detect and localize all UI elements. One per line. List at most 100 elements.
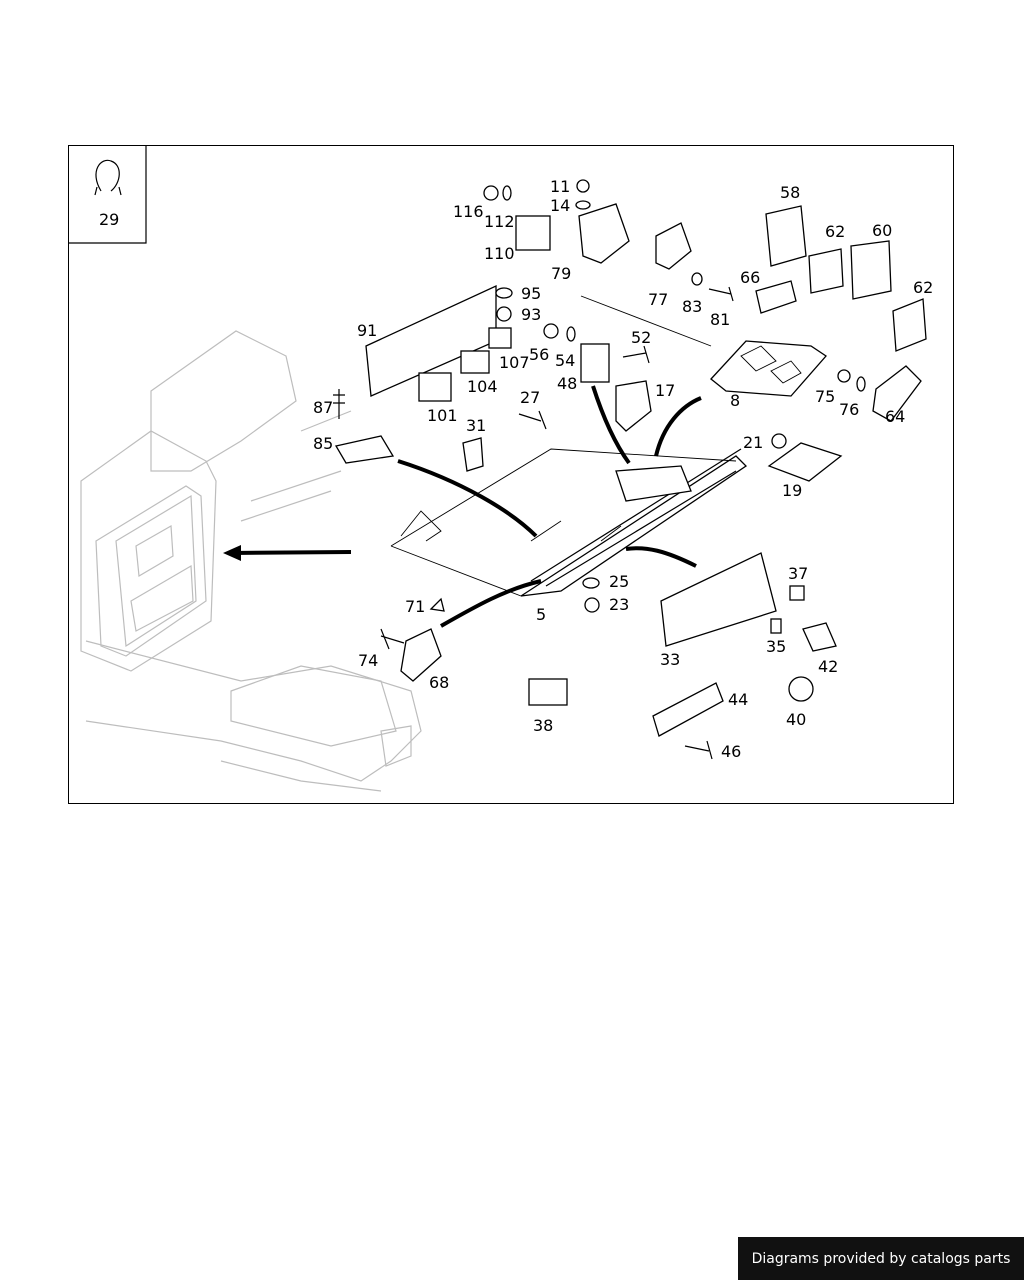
callout-11: 11 [550, 177, 570, 196]
callout-40: 40 [786, 710, 806, 729]
inset-box-29: 29 [69, 146, 147, 244]
callout-77: 77 [648, 290, 668, 309]
callout-31: 31 [466, 416, 486, 435]
callout-44: 44 [728, 690, 748, 709]
callout-33: 33 [660, 650, 680, 669]
callout-85: 85 [313, 434, 333, 453]
callout-42: 42 [818, 657, 838, 676]
callout-25: 25 [609, 572, 629, 591]
callout-35: 35 [766, 637, 786, 656]
part-79-plate [578, 203, 630, 264]
part-81-screw [708, 286, 734, 302]
callout-46: 46 [721, 742, 741, 761]
part-104-relay [460, 350, 490, 374]
part-23-nut [584, 597, 600, 613]
callout-107: 107 [499, 353, 530, 372]
part-75-nut [837, 369, 851, 383]
part-56-nut [543, 323, 559, 339]
fasteners [333, 179, 866, 760]
part-85-block [334, 435, 395, 464]
callout-21: 21 [743, 433, 763, 452]
part-68-switch [400, 628, 442, 682]
callout-95: 95 [521, 284, 541, 303]
part-11-nut [576, 179, 590, 193]
callout-87: 87 [313, 398, 333, 417]
part-33-fuse-box [660, 552, 777, 647]
part-17-holder [615, 380, 652, 432]
callout-56: 56 [529, 345, 549, 364]
callout-68: 68 [429, 673, 449, 692]
callout-75: 75 [815, 387, 835, 406]
part-21-nut [771, 433, 787, 449]
callout-81: 81 [710, 310, 730, 329]
relay-parts [334, 203, 927, 737]
part-14-washer [575, 200, 591, 210]
callout-116: 116 [453, 202, 484, 221]
part-44-housing [652, 682, 724, 737]
parts-diagram-frame: 29 [68, 145, 954, 804]
part-38-relay [528, 678, 568, 706]
part-46-screw [684, 740, 713, 760]
part-35-connector [770, 618, 782, 634]
part-54-washer [566, 326, 576, 342]
callout-104: 104 [467, 377, 498, 396]
dashboard-outline [80, 330, 422, 792]
callout-19: 19 [782, 481, 802, 500]
part-40-socket [788, 676, 814, 702]
part-76-washer [856, 376, 866, 392]
part-27-screw [518, 410, 547, 430]
part-112-washer [502, 185, 512, 201]
callout-62b: 62 [913, 278, 933, 297]
callout-labels: 116 112 110 11 14 79 77 83 81 58 66 62 6… [313, 177, 933, 761]
part-42-clip [802, 622, 837, 652]
part-8-bracket [580, 295, 827, 397]
callout-5: 5 [536, 605, 546, 624]
part-48-relay [580, 343, 610, 383]
part-74-screw [380, 628, 405, 650]
callout-37: 37 [788, 564, 808, 583]
part-25-washer [582, 577, 600, 589]
assembly-arrows [223, 385, 702, 628]
callout-48: 48 [557, 374, 577, 393]
callout-71: 71 [405, 597, 425, 616]
part-58-relay [765, 205, 807, 267]
part-116-nut [483, 185, 499, 201]
inset-label: 29 [99, 210, 119, 229]
callout-27: 27 [520, 388, 540, 407]
callout-91: 91 [357, 321, 377, 340]
callout-14: 14 [550, 196, 570, 215]
diagrams-credit-text: Diagrams provided by catalogs parts [751, 1250, 1011, 1267]
part-62a-relay [808, 248, 844, 294]
callout-76: 76 [839, 400, 859, 419]
callout-83: 83 [682, 297, 702, 316]
callout-17: 17 [655, 381, 675, 400]
callout-23: 23 [609, 595, 629, 614]
part-37-connector [789, 585, 805, 601]
callout-79: 79 [551, 264, 571, 283]
callout-8: 8 [730, 391, 740, 410]
callout-74: 74 [358, 651, 378, 670]
part-77-holder [655, 222, 692, 270]
callout-110: 110 [484, 244, 515, 263]
part-87-screw [333, 389, 345, 419]
callout-66: 66 [740, 268, 760, 287]
part-93-nut [496, 306, 512, 322]
callout-58: 58 [780, 183, 800, 202]
callout-112: 112 [484, 212, 515, 231]
callout-62a: 62 [825, 222, 845, 241]
callout-64: 64 [885, 407, 905, 426]
part-19-plate [767, 442, 843, 482]
part-66-holder [755, 280, 797, 314]
part-110-relay [515, 215, 551, 251]
part-71-clip [429, 597, 445, 612]
callout-38: 38 [533, 716, 553, 735]
part-64-bracket [872, 365, 922, 422]
part-52-bolt [622, 345, 650, 364]
part-31-clip [462, 437, 484, 472]
callout-93: 93 [521, 305, 541, 324]
part-83-washer [691, 272, 703, 286]
diagrams-credit-badge: Diagrams provided by catalogs parts [738, 1237, 1024, 1280]
callout-101: 101 [427, 406, 458, 425]
part-101-relay [418, 372, 452, 402]
part-60-relay [850, 240, 892, 300]
